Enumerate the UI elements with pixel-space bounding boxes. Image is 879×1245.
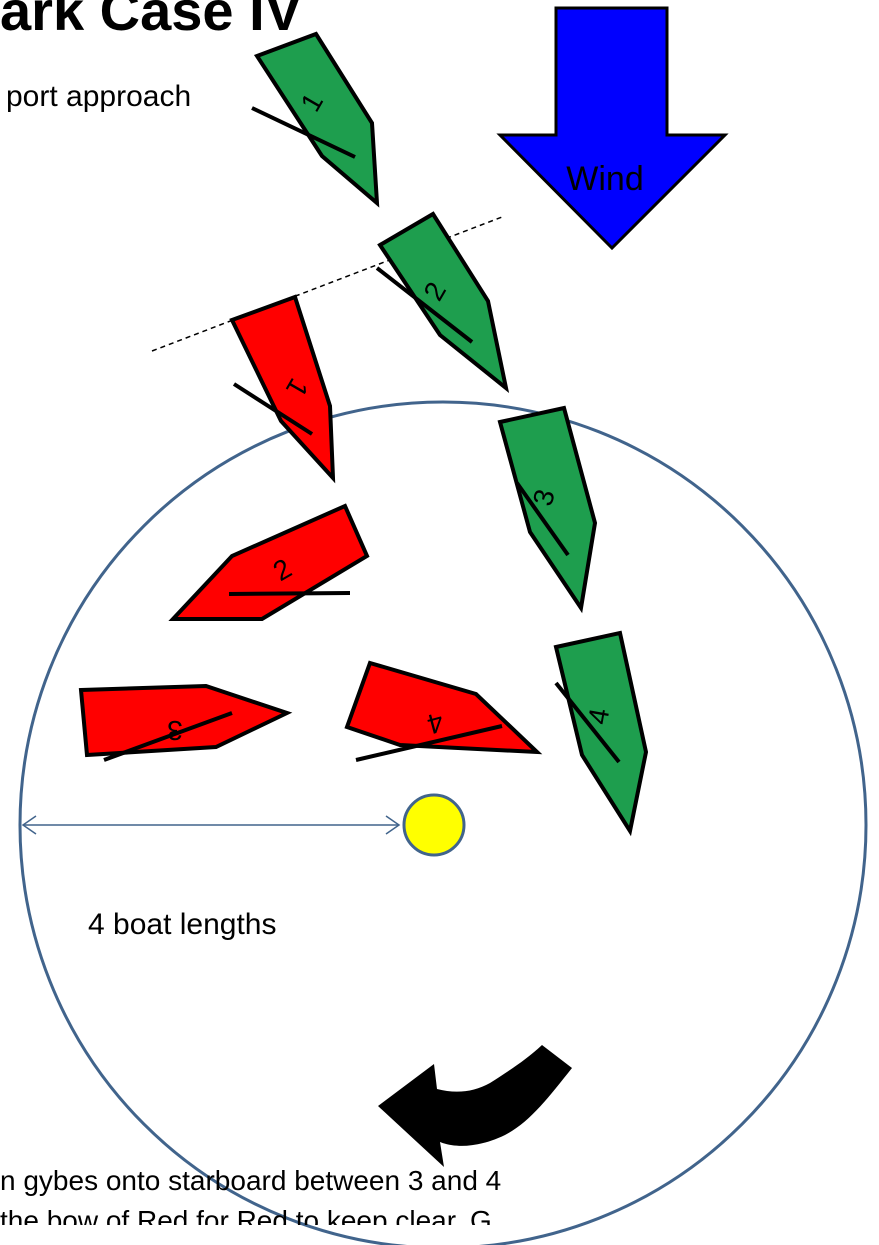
red-boat-4: 4 xyxy=(347,663,537,760)
footer-line-1: n gybes onto starboard between 3 and 4 xyxy=(0,1165,501,1197)
green-boat-2: 2 xyxy=(377,214,506,388)
green-boat-1: 1 xyxy=(252,34,377,203)
wind-arrow: Wind xyxy=(500,8,725,248)
rounding-direction-arrow xyxy=(378,1045,572,1167)
green-boat-4: 4 xyxy=(556,633,646,831)
zone-measure-arrow xyxy=(23,816,399,834)
mark-buoy xyxy=(404,795,464,855)
red-boat-2: 2 xyxy=(173,506,367,619)
red-boat-3-label: 3 xyxy=(167,715,183,746)
wind-label: Wind xyxy=(566,160,643,198)
green-boat-3: 3 xyxy=(500,408,595,608)
zone-measure-label: 4 boat lengths xyxy=(88,908,276,942)
red-boat-3: 3 xyxy=(81,686,287,760)
